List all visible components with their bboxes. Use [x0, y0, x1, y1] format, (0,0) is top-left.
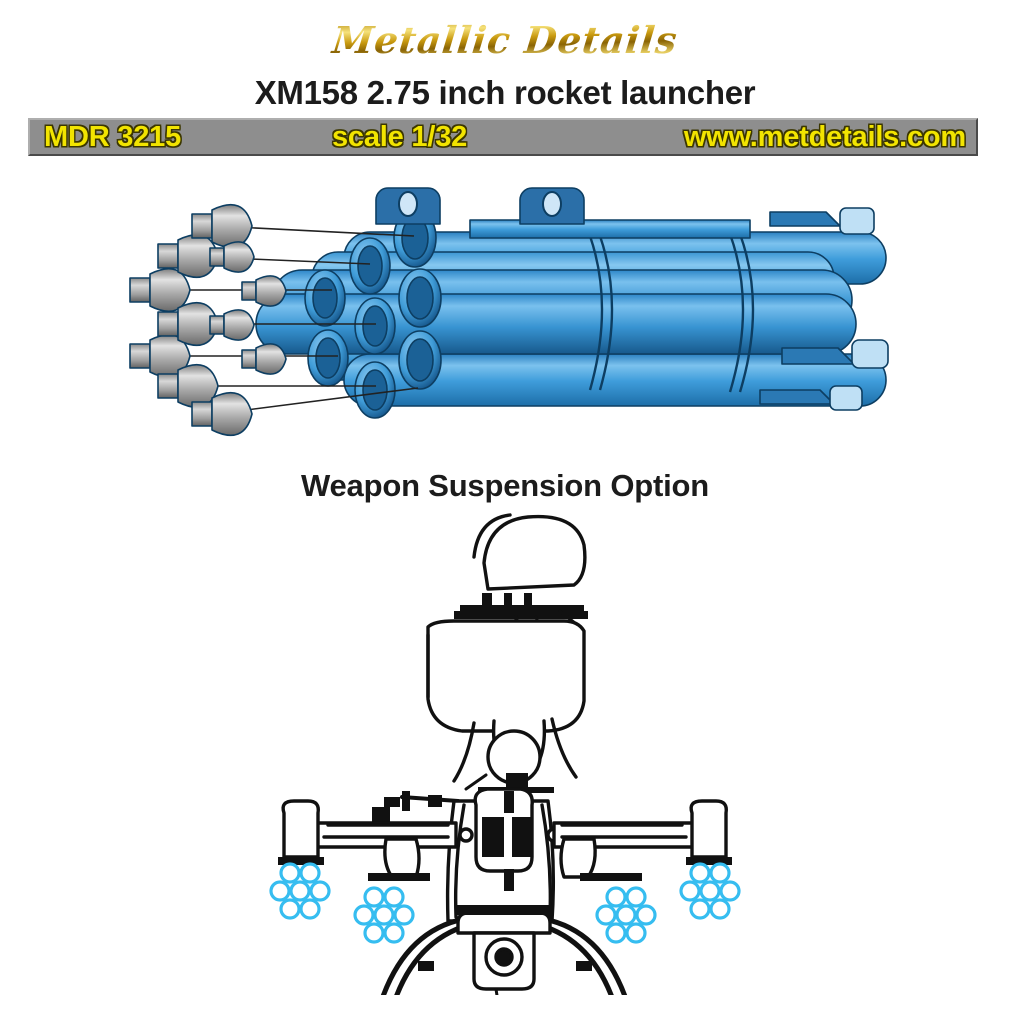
rocket-pod	[595, 886, 657, 944]
helicopter-svg	[269, 513, 741, 1017]
rocket-pod	[679, 862, 741, 920]
rocket-unit	[209, 309, 255, 341]
rocket-unit	[191, 203, 253, 249]
launcher-rear-fittings	[759, 207, 889, 411]
rocket-unit	[129, 333, 191, 379]
rocket-unit	[157, 301, 219, 347]
brand-logo: Metallic Details	[0, 18, 1010, 62]
rocket-pod	[269, 862, 331, 920]
chin-turret	[456, 905, 554, 1017]
info-bar: MDR 3215 scale 1/32 www.metdetails.com	[28, 118, 978, 156]
scale-label: scale 1/32	[332, 120, 468, 153]
rocket-unit	[129, 267, 191, 313]
rocket-unit	[241, 343, 287, 375]
pitot-probe	[372, 773, 488, 823]
launcher-rocket-group	[129, 203, 419, 437]
rocket-unit	[241, 275, 287, 307]
rotor-head	[454, 513, 588, 677]
rocket-unit	[191, 391, 253, 437]
rocket-pod	[353, 886, 415, 944]
website-link[interactable]: www.metdetails.com	[683, 120, 966, 153]
launcher-muzzle-rings	[304, 208, 442, 419]
page-title: XM158 2.75 inch rocket launcher	[254, 74, 756, 111]
inboard-pylons	[368, 837, 642, 881]
nose-sensor-housing	[458, 787, 562, 891]
upper-fuselage	[452, 717, 578, 793]
rocket-pod-clusters	[269, 862, 741, 944]
launcher-mount-lugs	[375, 187, 585, 225]
section-heading-weapon-suspension: Weapon Suspension Option	[301, 468, 709, 503]
helicopter-illustration	[268, 505, 742, 1017]
engine-deck	[426, 619, 586, 733]
launcher-svg	[129, 187, 889, 437]
catalog-code: MDR 3215	[44, 120, 182, 153]
rocket-launcher-illustration	[70, 178, 950, 448]
rocket-unit	[157, 363, 219, 409]
rocket-unit	[209, 241, 255, 273]
launcher-tube-center-group	[255, 269, 857, 355]
